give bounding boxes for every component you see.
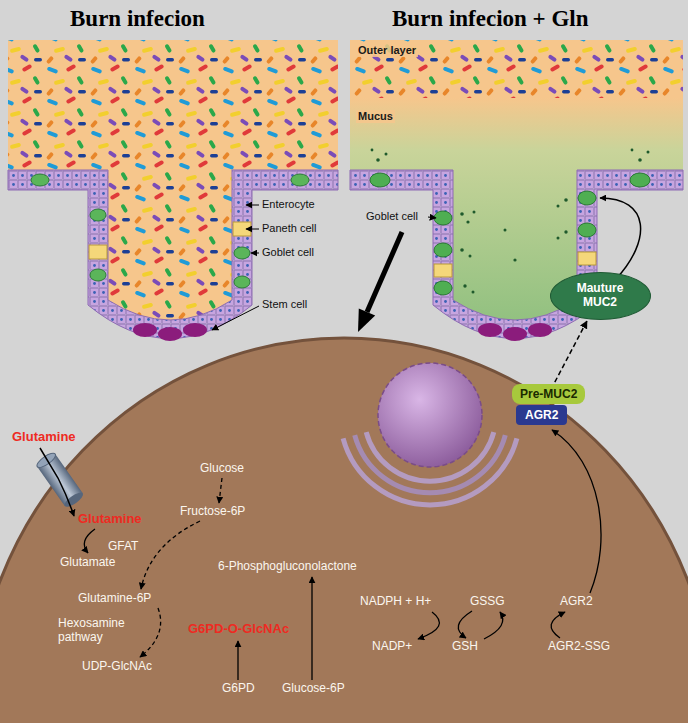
protein-box: Pre-MUC2 <box>512 384 585 404</box>
cell-type-label: Stem cell <box>262 298 307 311</box>
metabolite-label: Glutamine <box>12 430 76 445</box>
metabolite-label: G6PD-O-GlcNAc <box>188 622 289 637</box>
node-text: Pre-MUC2 <box>520 387 577 401</box>
metabolite-label: Glutamine <box>78 512 142 527</box>
metabolite-label: 6-Phosphogluconolactone <box>218 560 357 574</box>
cell-type-label: Goblet cell <box>366 210 418 223</box>
cell-type-label: Enterocyte <box>262 198 315 211</box>
protein-label: AGR2-SSG <box>548 640 610 654</box>
metabolite-label: Glutamine-6P <box>78 592 151 606</box>
metabolite-label: Glucose-6P <box>282 682 345 696</box>
metabolite-label: UDP-GlcNAc <box>82 660 152 674</box>
protein-ellipse: Mauture MUC2 <box>550 272 651 320</box>
transport-arrow <box>555 321 587 382</box>
layer-label: Mucus <box>356 110 395 123</box>
pathway-label: Hexosamine pathway <box>58 617 138 645</box>
protein-box: AGR2 <box>516 405 567 425</box>
enzyme-label: G6PD <box>222 682 255 696</box>
enzyme-label: GFAT <box>108 540 138 554</box>
cell-type-label: Goblet cell <box>262 246 314 259</box>
cell-type-label: Paneth cell <box>262 222 316 235</box>
metabolite-label: NADP+ <box>372 640 412 654</box>
panel-title: Burn infecion <box>70 6 205 32</box>
metabolite-label: GSH <box>452 640 478 654</box>
metabolite-label: Glutamate <box>60 556 115 570</box>
protein-label: AGR2 <box>560 595 593 609</box>
layer-label: Outer layer <box>356 44 418 57</box>
panel-title: Burn infecion + Gln <box>392 6 589 32</box>
metabolite-label: NADPH + H+ <box>360 595 431 609</box>
metabolite-label: GSSG <box>470 595 505 609</box>
node-text: Mauture MUC2 <box>568 282 632 310</box>
metabolite-label: Glucose <box>200 462 244 476</box>
node-text: AGR2 <box>525 408 558 422</box>
metabolite-label: Fructose-6P <box>180 505 245 519</box>
